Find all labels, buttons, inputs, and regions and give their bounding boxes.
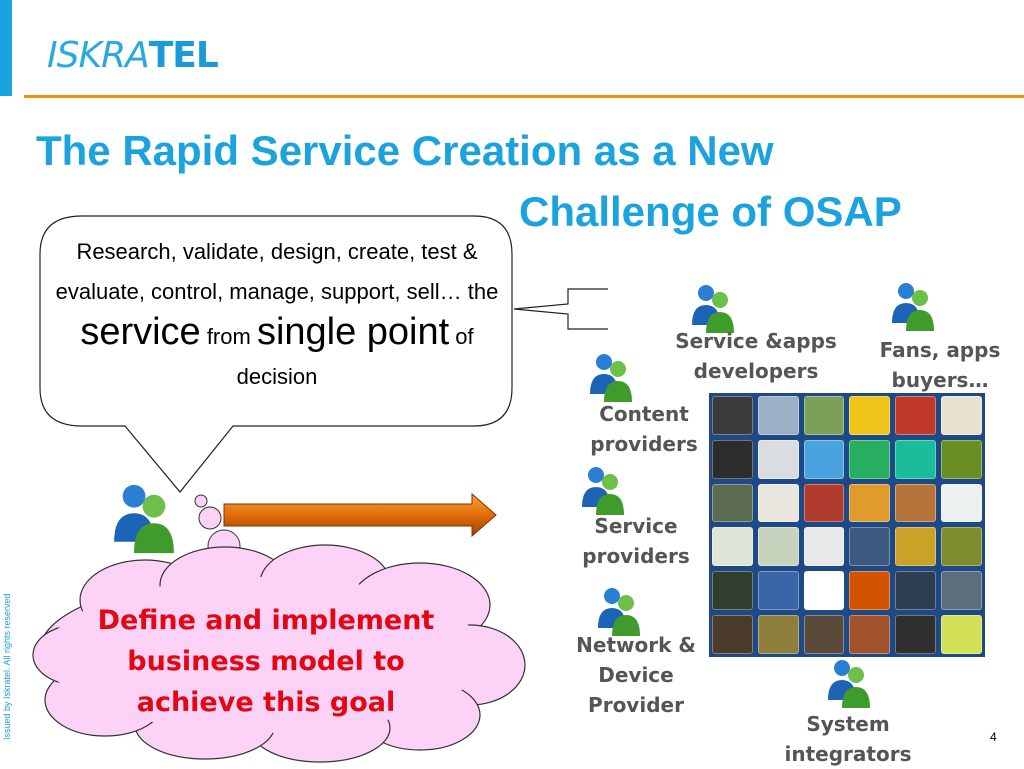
app-tile: [803, 571, 845, 611]
app-tile: [849, 571, 891, 611]
label-service-apps-developers: Service &apps developers: [675, 329, 837, 383]
app-tile: [712, 571, 753, 611]
cloud-text: Define and implement business model to a…: [97, 605, 435, 718]
app-tile: [803, 615, 845, 654]
bubble-text-part3: of decision: [236, 324, 474, 389]
bubble-emphasis-single-point: single point: [256, 311, 450, 353]
app-tile: [895, 615, 937, 654]
app-tile: [757, 615, 799, 654]
bubble-emphasis-service: service: [80, 311, 201, 353]
app-tile: [757, 483, 799, 523]
header-rule: [24, 95, 1024, 98]
speech-bubble: [39, 215, 513, 493]
app-tile: [712, 483, 753, 523]
label-content-providers: Content providers: [590, 402, 698, 456]
app-tile: [757, 571, 799, 611]
app-tile: [712, 396, 753, 435]
app-tile: [941, 483, 982, 523]
app-tile: [803, 439, 845, 479]
slide-title-line1: The Rapid Service Creation as a New: [36, 127, 774, 174]
label-network-device-provider: Network & Device Provider: [576, 633, 696, 717]
app-tile: [895, 439, 937, 479]
slide-title-line2: Challenge of OSAP: [519, 188, 902, 235]
iskratel-logo: ISKRATEL: [47, 34, 219, 78]
label-fans-apps-buyers: Fans, apps buyers…: [879, 338, 1001, 392]
app-tile: [941, 439, 982, 479]
accent-bar: [0, 0, 12, 96]
brace-connector: [513, 288, 608, 330]
app-tile: [712, 527, 753, 567]
app-tile: [757, 396, 799, 435]
app-tile: [849, 527, 891, 567]
app-tile: [895, 396, 937, 435]
copyright-note: Issued by Iskratel. All rights reserved: [2, 593, 12, 740]
app-tile: [803, 396, 845, 435]
label-service-providers: Service providers: [582, 514, 690, 568]
service-providers-icon: [582, 467, 624, 515]
developers-icon: [692, 285, 734, 333]
app-store-mosaic: [709, 393, 985, 657]
app-tile: [712, 439, 753, 479]
thought-circle-medium: [198, 506, 222, 530]
app-tile: [757, 439, 799, 479]
thought-circle-small: [194, 494, 208, 508]
app-tile: [849, 615, 891, 654]
app-tile: [712, 615, 753, 654]
bubble-text-part2: from: [200, 324, 257, 349]
app-tile: [895, 571, 937, 611]
app-tile: [941, 615, 982, 654]
page-number: 4: [990, 730, 997, 744]
app-tile: [849, 439, 891, 479]
bubble-text-part1: Research, validate, design, create, test…: [55, 239, 499, 304]
app-tile: [849, 483, 891, 523]
app-tile: [757, 527, 799, 567]
content-providers-icon: [590, 354, 632, 402]
network-device-provider-icon: [598, 588, 640, 636]
slide-title: The Rapid Service Creation as a New Chal…: [36, 120, 996, 242]
decision-maker-icon: [114, 484, 174, 554]
app-tile: [803, 483, 845, 523]
app-tile: [941, 527, 982, 567]
label-system-integrators: System integrators: [784, 712, 912, 766]
app-tile: [895, 483, 937, 523]
app-tile: [895, 527, 937, 567]
speech-bubble-text: Research, validate, design, create, test…: [44, 232, 510, 397]
logo-part-iskra: ISKRA: [47, 35, 150, 76]
app-tile: [941, 396, 982, 435]
app-tile: [803, 527, 845, 567]
logo-part-tel: TEL: [148, 35, 219, 76]
app-tile: [941, 571, 982, 611]
process-arrow: [223, 492, 497, 538]
buyers-icon: [892, 283, 934, 331]
thought-cloud-fill: [45, 577, 485, 733]
app-tile: [849, 396, 891, 435]
system-integrators-icon: [828, 660, 870, 708]
